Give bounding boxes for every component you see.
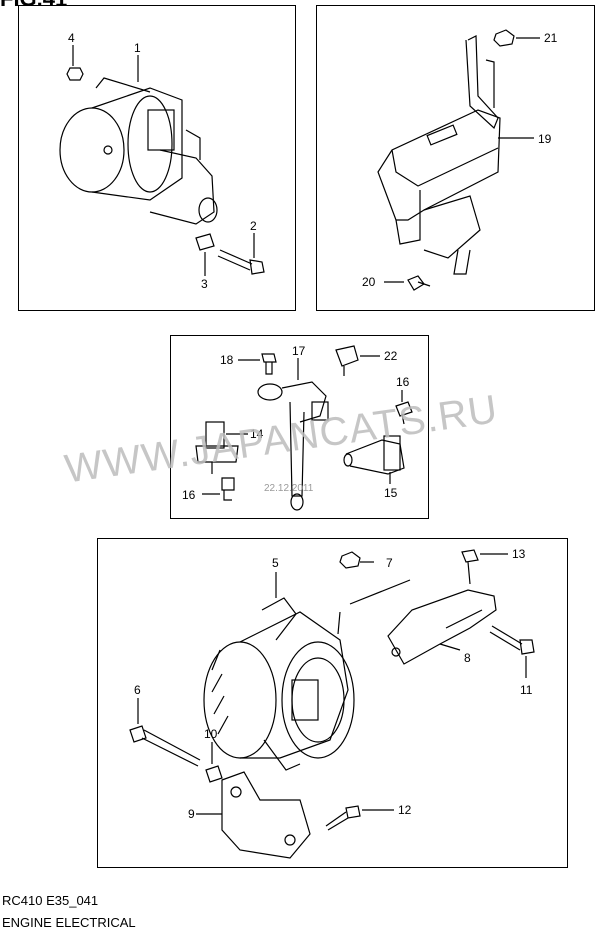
starter-sleeve-part bbox=[195, 233, 215, 251]
crank-sensor-part bbox=[195, 421, 239, 474]
callout-6: 6 bbox=[134, 683, 141, 697]
callout-10: 10 bbox=[204, 727, 218, 741]
adjusting-bracket-part bbox=[387, 589, 497, 665]
alternator-part bbox=[203, 597, 355, 771]
coil-bolt-part bbox=[261, 353, 277, 375]
ignition-coil-part bbox=[257, 381, 329, 511]
callout-17: 17 bbox=[292, 344, 306, 358]
alternator-long-bolt-left-part bbox=[129, 725, 201, 767]
callout-1: 1 bbox=[134, 41, 141, 55]
callout-16-cam: 16 bbox=[396, 375, 410, 389]
alternator-panel bbox=[97, 538, 568, 868]
starter-nut-part bbox=[66, 67, 84, 81]
bracket-bolt-top-part bbox=[461, 549, 479, 585]
callout-21: 21 bbox=[544, 31, 558, 45]
date-code: 22.12.2011 bbox=[264, 483, 314, 494]
ecm-nut-part bbox=[493, 29, 515, 47]
callout-2: 2 bbox=[250, 219, 257, 233]
section-title: ENGINE ELECTRICAL bbox=[2, 915, 136, 930]
alternator-lower-bracket-part bbox=[221, 771, 311, 859]
crank-sensor-bolt-part bbox=[221, 477, 235, 501]
callout-16-crank: 16 bbox=[182, 488, 196, 502]
ecm-bracket-part bbox=[453, 35, 499, 275]
callout-20: 20 bbox=[362, 275, 376, 289]
alternator-lower-bolt-part bbox=[325, 805, 361, 831]
callout-14: 14 bbox=[250, 427, 264, 441]
callout-15: 15 bbox=[384, 486, 398, 500]
sensors-panel bbox=[170, 335, 429, 519]
callout-4: 4 bbox=[68, 31, 75, 45]
ecm-bolt-part bbox=[407, 275, 431, 291]
alternator-long-bolt-right-part bbox=[489, 625, 535, 655]
cam-sensor-part bbox=[343, 435, 405, 475]
ecm-panel bbox=[316, 5, 595, 311]
callout-5: 5 bbox=[272, 556, 279, 570]
starter-bolt-part bbox=[217, 249, 265, 275]
callout-3: 3 bbox=[201, 277, 208, 291]
callout-7: 7 bbox=[386, 556, 393, 570]
callout-8: 8 bbox=[464, 651, 471, 665]
ecm-unit-part bbox=[377, 109, 501, 259]
callout-22: 22 bbox=[384, 349, 398, 363]
alternator-collar-part bbox=[205, 765, 223, 783]
coil-connector-part bbox=[335, 345, 359, 376]
callout-19: 19 bbox=[538, 132, 552, 146]
alternator-nut-part bbox=[339, 551, 361, 569]
callout-13: 13 bbox=[512, 547, 526, 561]
callout-11: 11 bbox=[520, 683, 533, 697]
callout-9: 9 bbox=[188, 807, 195, 821]
callout-12: 12 bbox=[398, 803, 412, 817]
callout-18: 18 bbox=[220, 353, 234, 367]
model-code: RC410 E35_041 bbox=[2, 893, 99, 908]
cam-sensor-bolt-part bbox=[395, 401, 413, 425]
starter-motor-part bbox=[59, 77, 218, 225]
